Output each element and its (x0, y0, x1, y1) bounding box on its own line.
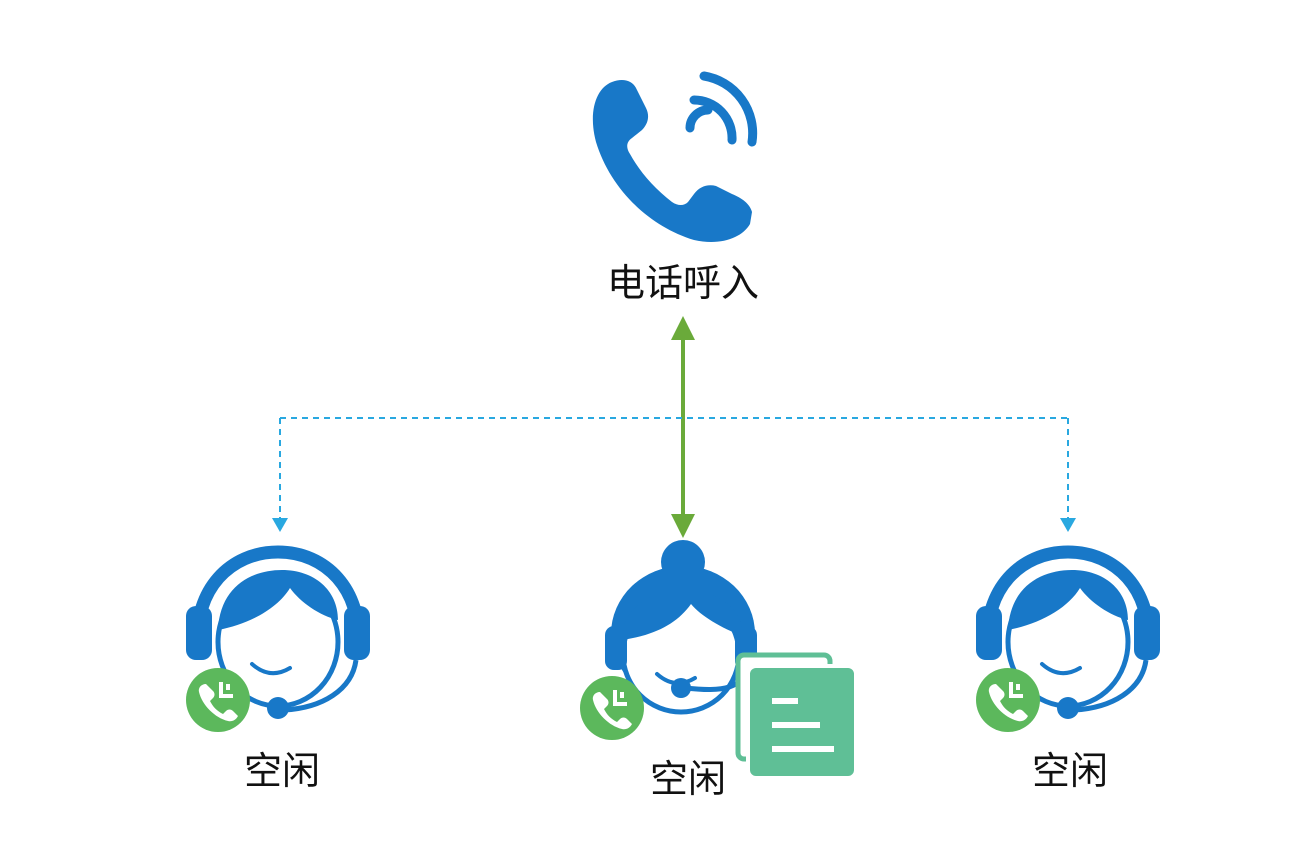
agent-status-label-3: 空闲 (1031, 749, 1109, 793)
source-label: 电话呼入 (606, 261, 760, 305)
right-arrow-head (1060, 518, 1076, 532)
distribution-lines (279, 417, 1069, 520)
phone-status-icon (186, 668, 250, 732)
document-stack-icon (735, 652, 858, 780)
phone-status-icon (580, 676, 644, 740)
phone-status-icon (976, 668, 1040, 732)
agent-female-headset-icon (605, 540, 757, 715)
agent-headset-icon (976, 545, 1160, 719)
agent-status-label-1: 空闲 (243, 749, 321, 793)
agent-status-label-2: 空闲 (649, 757, 727, 801)
left-arrow-head (272, 518, 288, 532)
phone-ringing-icon (592, 71, 758, 243)
agent-headset-icon (186, 545, 370, 719)
